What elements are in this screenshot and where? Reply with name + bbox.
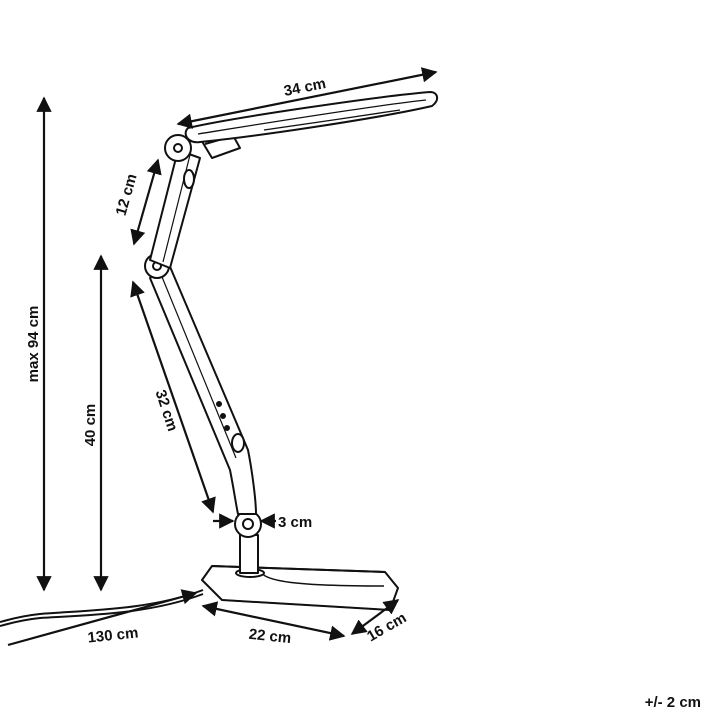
- base-length-label: 22 cm: [248, 626, 292, 647]
- power-cable: [0, 589, 204, 623]
- base-length-arrow: [201, 601, 346, 641]
- lower-arm-arrow: [130, 280, 216, 514]
- upper-arm-arrow: [130, 158, 162, 246]
- lower-arm-label: 32 cm: [152, 388, 181, 434]
- upper-arm: [149, 149, 201, 269]
- lamp-head: [184, 91, 438, 144]
- base-width-arrow: [350, 599, 400, 635]
- pole-diameter-label: 3 cm: [278, 514, 312, 531]
- head-width-arrow: [176, 67, 438, 129]
- upper-arm-label: 12 cm: [113, 172, 141, 218]
- cable-arrow: [7, 589, 198, 647]
- dimension-lines: [7, 67, 438, 647]
- cable-length-label: 130 cm: [87, 624, 139, 646]
- lamp-pole: [239, 534, 259, 574]
- tolerance-note: +/- 2 cm: [644, 694, 701, 711]
- arm-height-label: 40 cm: [82, 404, 99, 447]
- dimension-labels: 34 cm 12 cm max 94 cm 40 cm 32 cm 3 cm 2…: [25, 75, 409, 647]
- max-height-label: max 94 cm: [25, 306, 42, 383]
- base-width-label: 16 cm: [364, 609, 409, 645]
- lamp-base: [201, 565, 399, 611]
- lamp-illustration: [0, 91, 438, 627]
